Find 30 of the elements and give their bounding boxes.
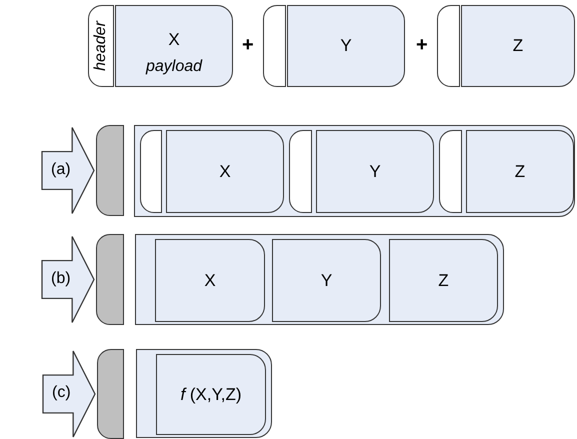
header-block xyxy=(437,5,460,87)
edge-label: (c) xyxy=(52,384,71,402)
payload-block: Z xyxy=(461,5,575,87)
header-block: header xyxy=(88,5,114,87)
edge-label: (b) xyxy=(51,270,71,288)
plus-sign: + xyxy=(242,34,254,57)
header-block xyxy=(263,5,286,87)
payload-block: Y xyxy=(272,239,381,322)
packet-container xyxy=(136,349,272,438)
payload-block: Z xyxy=(389,239,498,322)
header-block xyxy=(140,130,162,213)
payload-block: Y xyxy=(316,130,434,213)
header-block xyxy=(97,349,124,439)
payload-block: X payload xyxy=(115,5,233,87)
edge-label: (a) xyxy=(51,160,71,178)
header-block xyxy=(96,234,124,325)
packet-container xyxy=(135,234,504,325)
payload-block: f (X,Y,Z) xyxy=(156,354,266,435)
block-arrow xyxy=(41,126,95,214)
block-arrow xyxy=(42,350,96,438)
packet-container xyxy=(134,125,575,217)
payload-block: X xyxy=(155,239,265,322)
header-block xyxy=(439,130,462,213)
header-block xyxy=(289,130,312,213)
payload-block: Y xyxy=(287,5,405,87)
header-block xyxy=(96,125,124,216)
payload-block: X xyxy=(166,130,284,213)
block-arrow xyxy=(41,236,95,324)
payload-block: Z xyxy=(466,130,574,213)
plus-sign: + xyxy=(416,34,428,57)
